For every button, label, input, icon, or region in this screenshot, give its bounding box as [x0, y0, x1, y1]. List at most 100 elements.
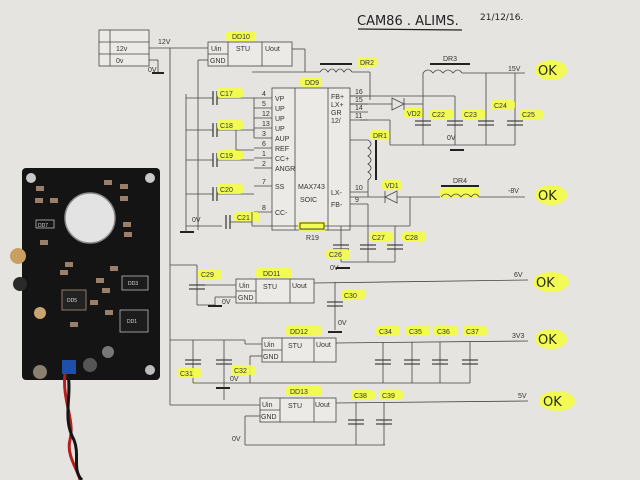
dd13-uout: Uout	[315, 402, 330, 409]
capacitor-c38: C38	[348, 390, 375, 425]
ok-15v-text: OK	[538, 64, 557, 79]
rail-15v-label: 15V	[508, 66, 521, 73]
dd9-pin-4-num: 4	[262, 91, 266, 98]
dd9-pin-13-name: UP	[275, 126, 285, 133]
dr4-label: DR4	[453, 178, 467, 185]
capacitor-label: C22	[432, 112, 445, 119]
capacitor-c17: C17	[212, 88, 243, 105]
sensor-window	[64, 192, 116, 244]
vd2-label: VD2	[407, 111, 421, 118]
capacitor-c37: C37	[462, 326, 487, 365]
dr2-label: DR2	[360, 60, 374, 67]
gnd-label-dd12: 0V	[230, 376, 239, 383]
dd9-pin-12-num: 12	[262, 111, 270, 118]
dd10-ref: DD10	[232, 34, 250, 41]
dd11-type: STU	[263, 284, 277, 291]
regulator-dd12: DD12 Uin GND STU Uout	[261, 326, 337, 363]
status-ok-neg8v: OK	[535, 185, 567, 205]
dd13-type: STU	[288, 403, 302, 410]
capacitor-c29: C29	[189, 269, 222, 290]
capacitor-label: C35	[409, 329, 422, 336]
capacitor-label: C31	[180, 371, 193, 378]
diode-vd1: VD1	[382, 180, 402, 204]
dd9-pin-6-name: REF	[275, 146, 289, 153]
dd9-pin-4-name: VP	[275, 96, 285, 103]
rail-5v-label: 5V	[518, 393, 527, 400]
gnd-label-dd13: 0V	[232, 436, 241, 443]
dd9-pin-8-name: CC-	[275, 210, 288, 217]
capacitor-c25: C25	[507, 109, 543, 126]
dd10-uout: Uout	[265, 46, 280, 53]
capacitor-c24: C24	[478, 100, 515, 126]
capacitor-label: C18	[220, 123, 233, 130]
dd9-pin-9-num: 9	[355, 197, 359, 204]
dd9-pin-2-name: ANGR	[275, 166, 295, 173]
dd9-pin-13-num: 13	[262, 121, 270, 128]
dd11-gnd: GND	[238, 295, 254, 302]
dd9-package: SOIC	[300, 197, 317, 204]
gnd-label-15v: 0V	[447, 135, 456, 142]
electrolytic-cap	[10, 248, 26, 264]
gnd-label-c21: 0V	[192, 217, 201, 224]
capacitor-c27: C27	[360, 232, 393, 250]
capacitor-c30: C30	[327, 290, 365, 307]
dd13-uin: Uin	[262, 402, 273, 409]
dd9-pin-8-num: 8	[262, 205, 266, 212]
dd9-pin-16-num: 16	[355, 89, 363, 96]
dd9-pin-11-name: 12/	[331, 118, 341, 125]
inductor-dr2: DR2	[319, 57, 377, 73]
dd12-ref: DD12	[290, 329, 308, 336]
date-text: 21/12/16.	[480, 13, 523, 23]
resistor-r19: R19	[252, 221, 410, 242]
capacitor-c28: C28	[387, 232, 426, 250]
status-ok-15v: OK	[535, 60, 567, 80]
gnd-label-c30: 0V	[338, 320, 347, 327]
connector-0v-label: 0v	[116, 58, 124, 65]
capacitor-label: C26	[329, 252, 342, 259]
ok-6v-text: OK	[536, 276, 555, 291]
controller-dd9: DD9 MAX743 SOIC	[271, 77, 351, 231]
dd9-pin-5-num: 5	[262, 101, 266, 108]
dd9-pin-10-num: 10	[355, 185, 363, 192]
capacitor-label: C23	[464, 112, 477, 119]
dd12-type: STU	[288, 343, 302, 350]
dd9-pin-10-name: LX-	[331, 190, 343, 197]
dd12-uin: Uin	[264, 342, 275, 349]
capacitor-label: C38	[354, 393, 367, 400]
capacitor-label: C28	[405, 235, 418, 242]
status-ok-5v: OK	[539, 391, 575, 411]
dd10-uin: Uin	[211, 46, 222, 53]
rail-6v-label: 6V	[514, 272, 523, 279]
capacitor-label: C36	[437, 329, 450, 336]
capacitor-label: C29	[201, 272, 214, 279]
status-ok-6v: OK	[533, 272, 569, 292]
pcb-label-dd5: DD5	[67, 298, 77, 304]
dr3-label: DR3	[443, 56, 457, 63]
capacitor-label: C24	[494, 103, 507, 110]
capacitor-label: C21	[237, 215, 250, 222]
capacitor-c26: C26	[326, 244, 350, 259]
capacitor-c34: C34	[375, 326, 400, 365]
dr1-label: DR1	[373, 133, 387, 140]
dd9-pin-3-num: 3	[262, 131, 266, 138]
connector-12v-label: 12v	[116, 46, 128, 53]
dd9-pin-15-num: 15	[355, 97, 363, 104]
title-text: CAM86 . ALIMS.	[357, 14, 459, 29]
dd9-pin-7-num: 7	[262, 179, 266, 186]
regulator-dd10: DD10 Uin GND STU Uout	[207, 31, 293, 67]
dd9-pin-1-num: 1	[262, 151, 266, 158]
diode-vd2: VD2	[391, 97, 424, 118]
power-cable	[63, 373, 84, 480]
dd9-pin-1-name: CC+	[275, 156, 289, 163]
capacitor-c22: C22	[415, 109, 453, 126]
dd9-pin-14-num: 14	[355, 105, 363, 112]
inductor-dr4: DR4	[440, 178, 480, 198]
ok-5v-text: OK	[543, 395, 562, 410]
capacitor-label: C37	[466, 329, 479, 336]
